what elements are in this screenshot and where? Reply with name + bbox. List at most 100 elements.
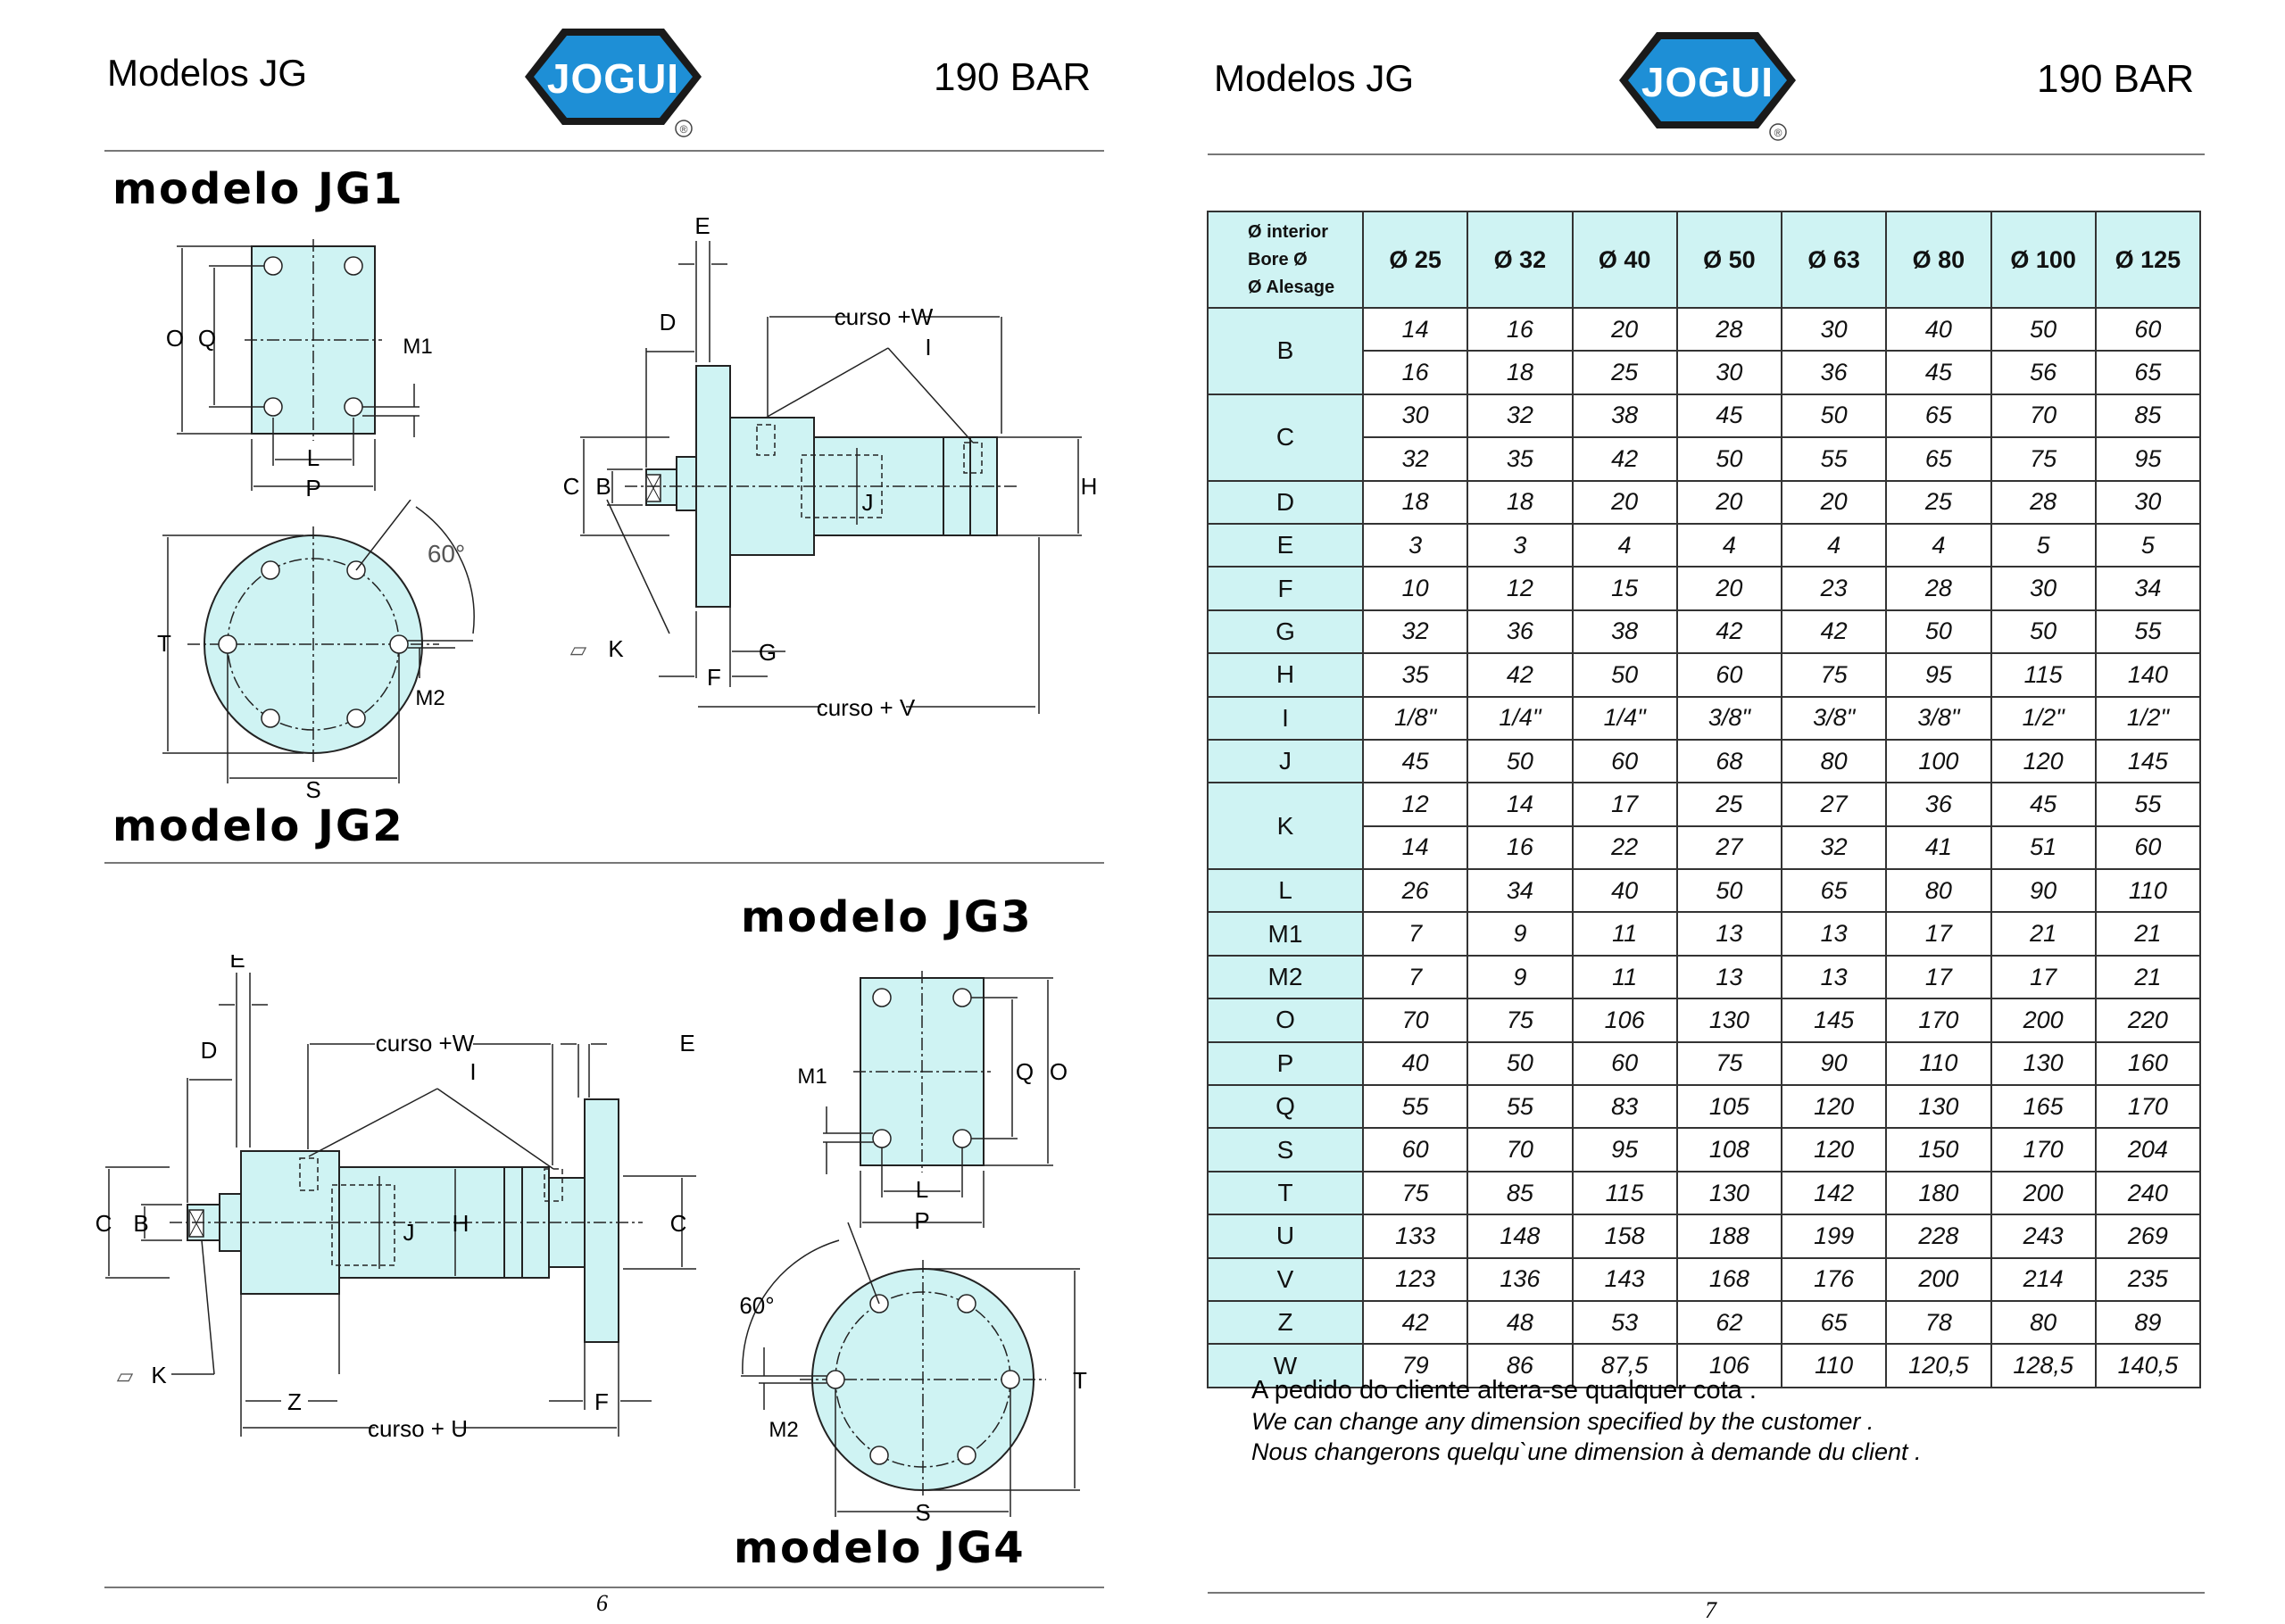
table-cell: 21 [2094, 911, 2202, 957]
table-cell: 11 [1571, 911, 1678, 957]
page-number-right: 7 [1705, 1597, 1716, 1623]
table-cell: 50 [1675, 868, 1783, 914]
table-cell: 32 [1361, 609, 1469, 655]
table-cell: 188 [1675, 1214, 1783, 1259]
angle-label: 60° [739, 1292, 774, 1319]
dim-label: P [305, 475, 320, 500]
dim-label: C [96, 1210, 112, 1237]
table-cell: 136 [1467, 1256, 1574, 1302]
dim-label: E [229, 955, 245, 973]
table-cell: 10 [1361, 566, 1469, 611]
page-number-left: 6 [596, 1590, 608, 1616]
table-cell: 11 [1571, 954, 1678, 1000]
table-cell: 95 [1571, 1127, 1678, 1172]
table-cell: 20 [1780, 479, 1888, 525]
registered-mark: ® [680, 123, 688, 136]
row-label: C [1207, 393, 1364, 482]
table-cell: 65 [1780, 1299, 1888, 1346]
dim-label: Q [1016, 1058, 1034, 1085]
table-cell: 23 [1780, 566, 1888, 611]
table-cell: 36 [1467, 609, 1574, 655]
table-cell: 50 [1780, 393, 1888, 439]
table-cell: 21 [2094, 954, 2202, 1000]
table-cell: 42 [1467, 652, 1574, 698]
dim-label: T [1073, 1367, 1087, 1394]
table-cell: 170 [2094, 1084, 2202, 1130]
bore-column-header: Ø 50 [1675, 211, 1783, 309]
bore-column-header: Ø 32 [1467, 211, 1574, 309]
table-cell: 16 [1467, 306, 1574, 352]
table-cell: 115 [1990, 652, 2097, 698]
table-cell: 32 [1780, 824, 1888, 871]
table-cell: 75 [1990, 436, 2097, 482]
table-cell: 65 [1885, 436, 1992, 482]
table-cell: 60 [2094, 306, 2202, 352]
dim-label: C [670, 1210, 687, 1237]
table-cell: 240 [2094, 1170, 2202, 1216]
table-cell: 30 [1780, 306, 1888, 352]
section-rule [104, 862, 1104, 864]
table-cell: 95 [1885, 652, 1992, 698]
table-cell: 25 [1675, 782, 1783, 827]
table-cell: 13 [1780, 911, 1888, 957]
bore-column-header: Ø 100 [1990, 211, 2097, 309]
table-cell: 4 [1780, 522, 1888, 568]
table-cell: 148 [1467, 1214, 1574, 1259]
jg1-flange-front-view: O Q M1 L P [166, 239, 433, 500]
table-cell: 28 [1885, 566, 1992, 611]
table-cell: 20 [1675, 479, 1783, 525]
table-cell: 20 [1571, 479, 1678, 525]
row-label: P [1207, 1040, 1364, 1087]
dim-label: T [157, 630, 171, 657]
table-cell: 158 [1571, 1214, 1678, 1259]
title-jg2: modelo JG2 [112, 801, 404, 851]
table-cell: 220 [2094, 998, 2202, 1043]
row-label: U [1207, 1214, 1364, 1259]
table-cell: 60 [1571, 738, 1678, 784]
table-cell: 160 [2094, 1040, 2202, 1087]
table-cell: 14 [1361, 306, 1469, 352]
square-symbol: ▱ [570, 638, 587, 662]
table-cell: 7 [1361, 911, 1469, 957]
table-cell: 35 [1467, 436, 1574, 482]
bore-header-line: Ø interior [1248, 221, 1329, 242]
dim-label: curso +W [835, 303, 934, 330]
table-cell: 133 [1361, 1214, 1469, 1259]
title-jg4: modelo JG4 [734, 1523, 1026, 1573]
table-cell: 235 [2094, 1256, 2202, 1302]
note-english: We can change any dimension specified by… [1251, 1408, 1874, 1435]
dim-label: M2 [769, 1418, 798, 1442]
row-label: T [1207, 1170, 1364, 1216]
table-cell: 5 [1990, 522, 2097, 568]
table-cell: 70 [1990, 393, 2097, 439]
jg3-flange-front-view: Q O M1 L P [797, 971, 1068, 1231]
dim-label: L [916, 1176, 928, 1203]
title-jg3: modelo JG3 [741, 892, 1033, 942]
table-cell: 75 [1361, 1170, 1469, 1216]
table-cell: 17 [1990, 954, 2097, 1000]
dim-label: M1 [403, 335, 432, 359]
dim-label: D [660, 309, 677, 336]
table-cell: 13 [1780, 954, 1888, 1000]
table-cell: 26 [1361, 868, 1469, 914]
table-cell: 25 [1885, 479, 1992, 525]
square-symbol: ▱ [117, 1364, 134, 1388]
bore-header-cell: Ø interior Bore Ø Ø Alesage [1207, 211, 1364, 309]
table-cell: 38 [1571, 609, 1678, 655]
table-cell: 168 [1675, 1256, 1783, 1302]
table-cell: 14 [1361, 824, 1469, 871]
table-cell: 28 [1990, 479, 2097, 525]
table-cell: 105 [1675, 1084, 1783, 1130]
dim-label: curso + U [368, 1415, 468, 1442]
